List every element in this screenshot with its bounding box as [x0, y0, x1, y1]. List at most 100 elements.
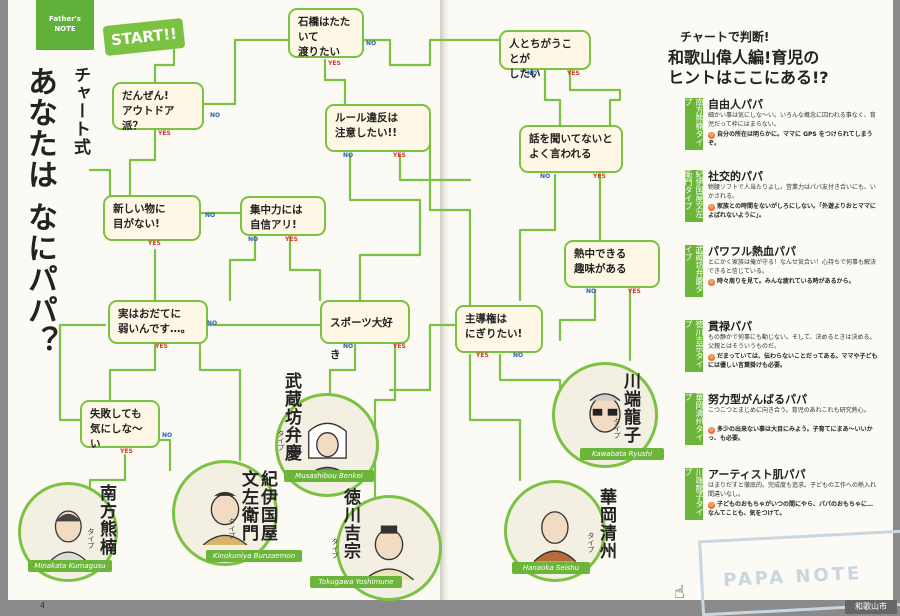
entry-tip: ◎だまっていては、伝わらないことだってある。ママや子どもには優しい言葉掛けも必要…	[708, 352, 878, 370]
yes-label: YES	[393, 343, 406, 350]
yes-label: YES	[593, 173, 606, 180]
entry-title: パワフル熱血パパ	[708, 245, 796, 258]
entry-badge: 南方熊楠タイプ	[684, 98, 704, 150]
face-illustration	[364, 525, 414, 580]
entry-tip-text: だまっていては、伝わらないことだってある。ママや子どもには優しい言葉掛けも必要。	[708, 353, 878, 369]
title-kicker: チャート式	[70, 66, 90, 156]
no-label: NO	[162, 432, 173, 439]
yes-label: YES	[328, 60, 341, 67]
entry-kawabata: 川端龍子タイプ アーティスト肌パパ はまりだすと徹底的。完成度も追求。子どもの工…	[684, 468, 885, 528]
entry-tip: ◎家族との時間をないがしろにしない。「外遊よりおとママによばれないように」。	[708, 202, 878, 220]
footer-source-tag: 和歌山市	[845, 600, 897, 614]
question-not-listening: 話を聞いてないと よく言われる	[519, 125, 623, 173]
page-gutter	[440, 0, 449, 600]
tip-icon: ◎	[708, 354, 715, 361]
question-new-things: 新しい物に 目がない!	[103, 195, 201, 241]
tip-icon: ◎	[708, 502, 715, 509]
result-type: タイプ	[331, 538, 339, 559]
question-ishibashi: 石橋はたたいて 渡りたい	[288, 8, 364, 58]
entry-tip-text: 家族との時間をないがしろにしない。「外遊よりおとママによばれないように」。	[708, 203, 876, 219]
entry-desc: とにかく家族は俺が守る！なんせ気合い！心持ちで何事も解決できると信じている。	[708, 259, 877, 275]
brand-line1: Father's	[49, 15, 81, 23]
no-label: NO	[540, 173, 551, 180]
no-label: NO	[248, 236, 259, 243]
entry-badge: 武蔵坊弁慶タイプ	[684, 245, 704, 297]
stamp-text: PAPA NOTE	[722, 562, 863, 592]
no-label: NO	[210, 112, 221, 119]
entry-minakata: 南方熊楠タイプ 自由人パパ 細かい事は気にしな～い。いろんな概念に囚われる事なく…	[684, 98, 885, 158]
yes-label: YES	[393, 152, 406, 159]
no-label: NO	[586, 288, 597, 295]
entry-tip-text: 時々周りを見て。みんな疲れている時があるから。	[717, 278, 855, 285]
roman-name-yoshimune: Tokugawa Yoshimune	[310, 576, 402, 588]
page-title: あなたは なにパパ？	[22, 66, 57, 357]
right-headline-line1: 和歌山偉人編!育児の	[668, 48, 820, 67]
entry-desc: はまりだすと徹底的。完成度も追求。子どもの工作への熱入れ間違いなし。	[708, 482, 877, 498]
entry-badge: 川端龍子タイプ	[684, 468, 704, 520]
yes-label: YES	[567, 70, 580, 77]
entry-title: 努力型がんばるパパ	[708, 393, 807, 406]
page-number: 4	[40, 601, 46, 610]
no-label: NO	[343, 343, 354, 350]
face-illustration	[533, 511, 577, 562]
result-type: タイプ	[613, 418, 621, 439]
entry-tip: ◎子どものおもちゃがいつの間にやら、パパのおもちゃに…なんてことも、気をつけて。	[708, 500, 878, 518]
result-name-benkei: 武蔵坊弁慶	[281, 372, 301, 462]
question-initiative: 主導権は にぎりたい!	[455, 305, 543, 353]
tip-icon: ◎	[708, 279, 715, 286]
entry-desc: 細かい事は気にしな～い。いろんな概念に囚われる事なく、育児だって枠にはまらない。	[708, 112, 876, 128]
roman-name-kinokuniya: Kinokuniya Bunzaemon	[206, 550, 302, 562]
roman-name-minakata: Minakata Kumagusu	[28, 560, 112, 572]
no-label: NO	[343, 152, 354, 159]
result-name-minakata: 南方熊楠	[96, 484, 116, 556]
right-headline-line2: ヒントはここにある!?	[668, 68, 829, 87]
no-label: NO	[527, 70, 538, 77]
yes-label: YES	[158, 130, 171, 137]
entry-tip-text: 子どものおもちゃがいつの間にやら、パパのおもちゃに…なんてことも、気をつけて。	[708, 501, 874, 517]
yes-label: YES	[155, 343, 168, 350]
entry-hanaoka: 華岡清州タイプ 努力型がんばるパパ こつこつとまじめに向き合う。育児のあれこれも…	[684, 393, 885, 453]
tip-icon: ◎	[708, 132, 715, 139]
question-flattery: 実はおだてに 弱いんです…。	[108, 300, 208, 344]
result-name-hanaoka: 華岡清州	[596, 488, 616, 560]
question-hobby: 熱中できる 趣味がある	[564, 240, 660, 288]
yes-label: YES	[148, 240, 161, 247]
entry-title: アーティスト肌パパ	[708, 468, 806, 481]
entry-desc: 物腰ソフトで人当たりよし。営業力はパパ友付き合いにも、いかされる。	[708, 184, 876, 200]
roman-name-benkei: Musashibou Benkei	[284, 470, 374, 482]
result-name-yoshimune: 徳川吉宗	[340, 488, 360, 560]
face-illustration	[305, 422, 349, 477]
entry-badge: 華岡清州タイプ	[684, 393, 704, 445]
question-rules: ルール違反は 注意したい!!	[325, 104, 431, 152]
question-sports: スポーツ大好き	[320, 300, 410, 361]
result-name-kinokuniya: 紀伊国屋 文左衛門	[238, 470, 277, 542]
yes-label: YES	[285, 236, 298, 243]
result-name-kawabata: 川端龍子	[620, 372, 640, 444]
question-different: 人とちがうことが したい	[499, 30, 591, 80]
question-focus: 集中力には 自信アリ!	[240, 196, 326, 236]
entry-badge: 徳川吉宗タイプ	[684, 320, 704, 372]
entry-badge: 紀伊国屋文左衛門タイプ	[684, 170, 704, 222]
result-type: タイプ	[277, 430, 285, 451]
question-failure: 失敗しても 気にしな～い	[80, 400, 160, 450]
entry-desc: もの静かで何事にも動じない。そして、決めるときは決める。父親とはそういうものだ。	[708, 334, 876, 350]
result-type: タイプ	[228, 518, 236, 539]
result-type: タイプ	[87, 528, 95, 549]
portrait-kawabata	[552, 362, 658, 468]
entry-tip: ◎時々周りを見て。みんな疲れている時があるから。	[708, 277, 878, 286]
entry-kinokuniya: 紀伊国屋文左衛門タイプ 社交的パパ 物腰ソフトで人当たりよし。営業力はパパ友付き…	[684, 170, 885, 230]
entry-tip: ◎自分の所在は明らかに。ママに GPS をつけられてしまうぞ。	[708, 130, 878, 148]
entry-yoshimune: 徳川吉宗タイプ 貫禄パパ もの静かで何事にも動じない。そして、決めるときは決める…	[684, 320, 885, 380]
no-label: NO	[207, 320, 218, 327]
yes-label: YES	[120, 448, 133, 455]
entry-tip-text: 多少の出来ない事は大目にみよう。子育てにまあ～いいかっ、も必要。	[708, 426, 873, 442]
entry-benkei: 武蔵坊弁慶タイプ パワフル熱血パパ とにかく家族は俺が守る！なんせ気合い！心持ち…	[684, 245, 885, 305]
face-illustration	[48, 510, 88, 563]
roman-name-hanaoka: Hanaoka Seishu	[512, 562, 590, 574]
entry-tip: ◎多少の出来ない事は大目にみよう。子育てにまあ～いいかっ、も必要。	[708, 425, 878, 443]
brand-line2: NOTE	[54, 25, 76, 33]
result-type: タイプ	[587, 532, 595, 553]
face-illustration	[589, 393, 621, 433]
portrait-kinokuniya	[172, 460, 278, 566]
